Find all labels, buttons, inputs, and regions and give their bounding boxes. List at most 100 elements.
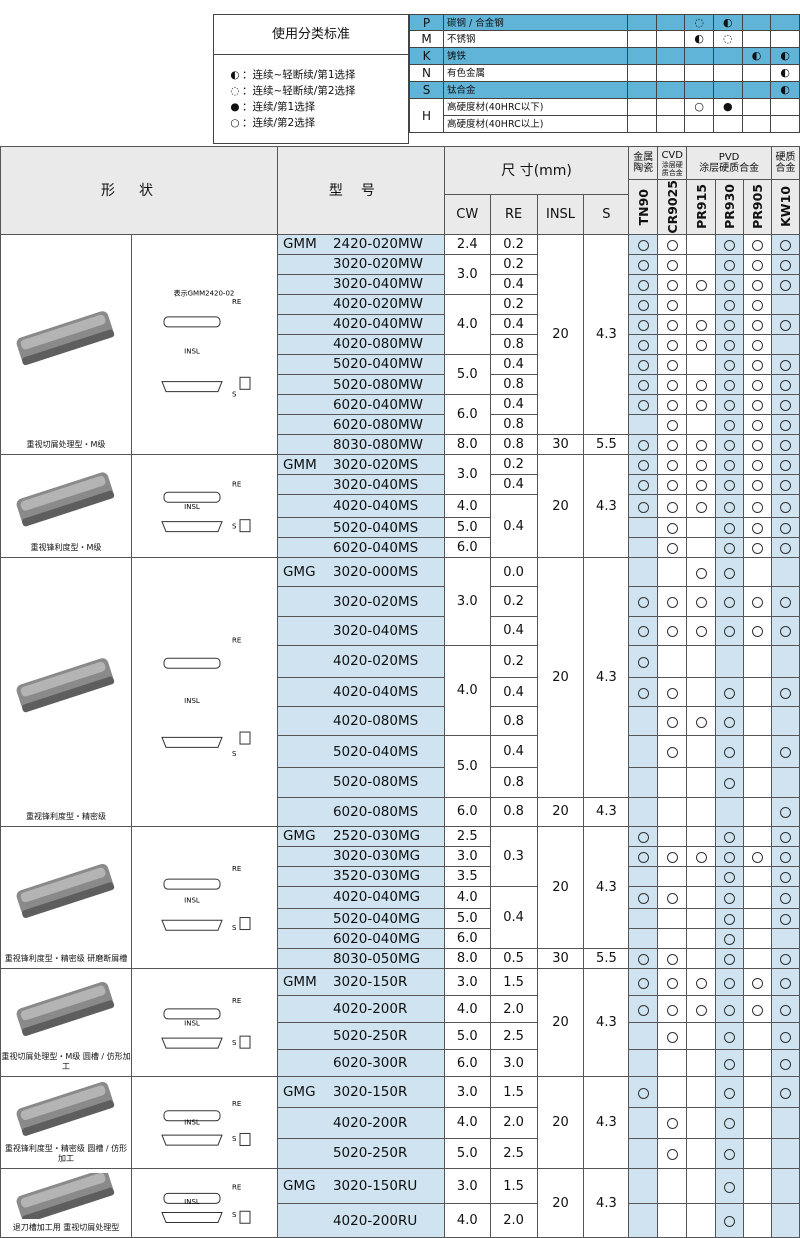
cw-value: 4.0 bbox=[443, 995, 491, 1024]
category-letter: K bbox=[409, 48, 444, 65]
availability-circle-icon bbox=[779, 501, 791, 513]
availability-circle-icon bbox=[666, 380, 678, 392]
s-value: 4.3 bbox=[583, 796, 630, 827]
availability-circle-icon bbox=[666, 543, 678, 555]
availability-circle-icon bbox=[637, 460, 649, 472]
svg-text:INSL: INSL bbox=[184, 1198, 200, 1206]
availability-circle-icon bbox=[779, 319, 791, 331]
model-number: GMM6020-040MW bbox=[276, 394, 445, 416]
grade-cell bbox=[657, 767, 688, 798]
grade-cell bbox=[715, 885, 745, 910]
category-mark bbox=[685, 116, 715, 132]
availability-circle-icon bbox=[779, 420, 791, 432]
grade-cell bbox=[686, 948, 717, 970]
grade-cell bbox=[770, 865, 800, 887]
availability-circle-icon bbox=[637, 501, 649, 513]
cw-value: 3.0 bbox=[443, 1168, 491, 1204]
grade-cell bbox=[628, 928, 659, 950]
svg-text:INSL: INSL bbox=[184, 1119, 200, 1127]
category-mark bbox=[628, 15, 657, 30]
availability-circle-icon bbox=[752, 259, 763, 271]
insert-photo-cell: 重视锋利度型・M级 bbox=[0, 454, 132, 559]
grade-cell bbox=[743, 865, 772, 887]
availability-circle-icon bbox=[724, 1004, 736, 1016]
re-value: 2.0 bbox=[489, 1106, 538, 1139]
grade-cell bbox=[770, 995, 800, 1024]
availability-circle-icon bbox=[666, 597, 678, 609]
availability-circle-icon bbox=[666, 319, 678, 331]
grade-cell bbox=[657, 494, 688, 519]
cw-value: 2.4 bbox=[443, 233, 491, 255]
s-value: 4.3 bbox=[583, 825, 630, 950]
grade-cell bbox=[686, 968, 717, 997]
grade-cell bbox=[657, 557, 688, 588]
grade-cell bbox=[686, 735, 717, 769]
s-value: 4.3 bbox=[583, 968, 630, 1078]
grade-cell bbox=[628, 1022, 659, 1051]
grade-cell bbox=[628, 865, 659, 887]
grade-cell bbox=[657, 414, 688, 436]
category-mark: ◐ bbox=[771, 48, 800, 64]
model-number: GMG5020-250R bbox=[276, 1137, 445, 1170]
availability-circle-icon bbox=[724, 716, 736, 728]
grade-cell bbox=[743, 586, 772, 617]
model-number: GMM6020-040MS bbox=[276, 537, 445, 559]
availability-circle-icon bbox=[724, 1031, 736, 1043]
availability-circle-icon bbox=[779, 914, 791, 926]
availability-circle-icon bbox=[666, 716, 678, 728]
grade-cell bbox=[657, 1049, 688, 1078]
svg-text:RE: RE bbox=[232, 298, 241, 306]
grade-cell bbox=[628, 394, 659, 416]
category-mark bbox=[685, 82, 715, 98]
grade-cell bbox=[657, 928, 688, 950]
availability-circle-icon bbox=[637, 597, 649, 609]
grade-cell bbox=[715, 374, 745, 396]
category-mark bbox=[628, 82, 657, 98]
svg-text:S: S bbox=[232, 1135, 237, 1143]
re-value: 0.4 bbox=[489, 273, 538, 295]
s-value: 4.3 bbox=[583, 1076, 630, 1170]
svg-text:RE: RE bbox=[232, 637, 241, 645]
model-number: GMG4020-200RU bbox=[276, 1202, 445, 1238]
category-mark bbox=[743, 116, 772, 132]
cw-value: 2.5 bbox=[443, 825, 491, 847]
grade-cell bbox=[770, 1202, 800, 1238]
svg-text:S: S bbox=[232, 924, 237, 932]
grade-cell bbox=[743, 767, 772, 798]
grade-cell bbox=[715, 865, 745, 887]
grade-cell bbox=[715, 233, 745, 255]
insert-photo-icon bbox=[16, 472, 115, 527]
re-value: 0.8 bbox=[489, 434, 538, 456]
insert-photo-cell: 退刀槽加工用 重视切屑处理型 bbox=[0, 1168, 132, 1238]
grade-cell bbox=[686, 494, 717, 519]
grade-cell bbox=[628, 414, 659, 436]
availability-circle-icon bbox=[724, 380, 736, 392]
grade-cell bbox=[686, 1106, 717, 1139]
re-value: 1.5 bbox=[489, 1168, 538, 1204]
grade-cell bbox=[628, 706, 659, 737]
header-grade-kw10: KW10 bbox=[770, 179, 800, 235]
grade-cell bbox=[715, 537, 745, 559]
insert-photo-icon bbox=[16, 982, 115, 1037]
grade-cell bbox=[686, 995, 717, 1024]
grade-cell bbox=[743, 1202, 772, 1238]
insert-photo-cell: 重视锋利度型・精密级 bbox=[0, 557, 132, 827]
availability-circle-icon bbox=[637, 299, 649, 311]
grade-cell bbox=[715, 1076, 745, 1108]
grade-cell bbox=[657, 908, 688, 930]
model-number: GMM4020-080MW bbox=[276, 333, 445, 355]
category-letter: S bbox=[409, 82, 444, 99]
cw-value: 5.0 bbox=[443, 353, 491, 396]
grade-cell bbox=[715, 517, 745, 539]
